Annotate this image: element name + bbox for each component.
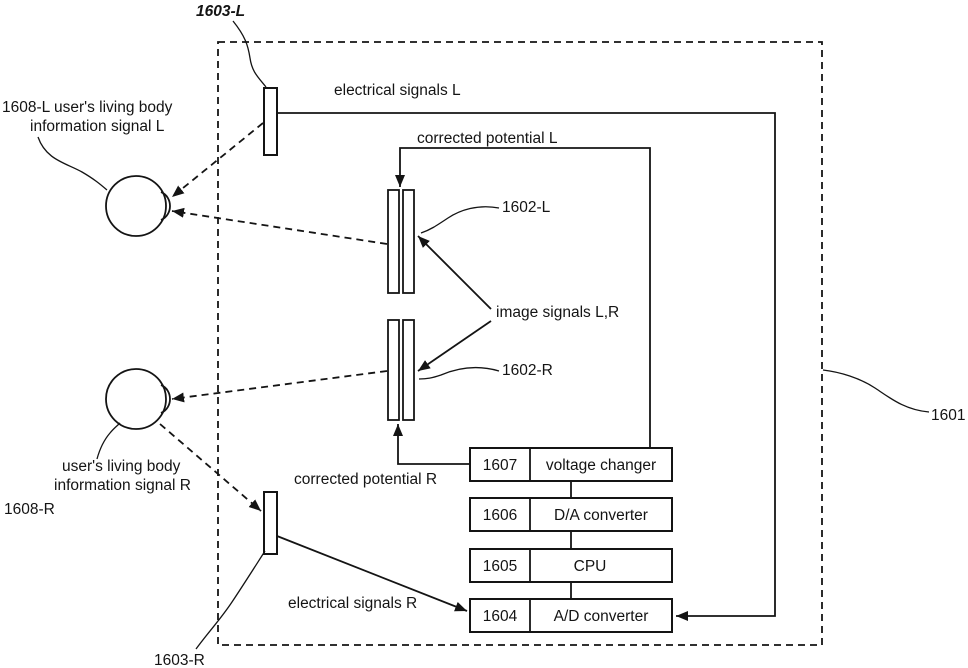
- panel-layer: [402, 319, 415, 421]
- electrode-1603-L: [263, 87, 278, 156]
- box-label: voltage changer: [546, 457, 656, 474]
- ref-label-1603-R: 1603-R: [154, 652, 205, 668]
- component-box-1605: 1605 CPU: [469, 548, 673, 583]
- corrected-potential-R-line: [393, 424, 470, 465]
- cornea: [160, 384, 171, 414]
- component-box-1606: 1606 D/A converter: [469, 497, 673, 532]
- box-number: 1606: [483, 507, 517, 524]
- leader-1603-L: [232, 20, 267, 88]
- corrected-potential-L-label: corrected potential L: [417, 130, 558, 147]
- box-number: 1604: [483, 608, 518, 625]
- box-number: 1607: [483, 457, 517, 474]
- living-body-signal-L-line2: information signal L: [30, 118, 165, 135]
- corrected-potential-R-label: corrected potential R: [294, 471, 437, 488]
- electrical-signals-L-label: electrical signals L: [334, 82, 461, 99]
- user-eye-right: [105, 368, 171, 430]
- ref-label-1603-L: 1603-L: [196, 3, 245, 20]
- living-body-signal-R-line2: information signal R: [54, 477, 191, 494]
- box-label: A/D converter: [554, 608, 649, 625]
- cornea: [160, 191, 171, 221]
- living-body-signal-L-line1: 1608-L user's living body: [2, 99, 173, 116]
- component-box-1607: 1607 voltage changer: [469, 447, 673, 482]
- electrical-signals-L-line: [277, 112, 776, 621]
- leader-1608-R: [96, 422, 121, 460]
- living-body-signal-R-line1: user's living body: [62, 458, 181, 475]
- image-signal-R-arrow: [417, 320, 492, 372]
- box-label: CPU: [574, 558, 607, 575]
- component-box-1604: 1604 A/D converter: [469, 598, 673, 633]
- body-signal-R-electrode-arrow: [159, 423, 262, 512]
- user-eye-left: [105, 175, 171, 237]
- box-number: 1605: [483, 558, 517, 575]
- leader-1608-L: [37, 136, 108, 191]
- panel-layer: [387, 319, 400, 421]
- display-panel-1602-L: [387, 189, 415, 294]
- panel-layer: [402, 189, 415, 294]
- leader-1602-R: [418, 366, 500, 380]
- image-signals-LR-label: image signals L,R: [496, 304, 619, 321]
- image-signal-L-arrow: [417, 235, 492, 310]
- electrical-signals-R-label: electrical signals R: [288, 595, 417, 612]
- image-light-L-arrow: [171, 207, 388, 245]
- box-outline: [469, 447, 673, 482]
- body-signal-L-electrode-arrow: [171, 122, 264, 198]
- leader-1601: [822, 369, 930, 413]
- ref-label-1602-R: 1602-R: [502, 362, 553, 379]
- leader-1602-L: [420, 206, 500, 234]
- ref-label-1601: 1601: [931, 407, 965, 424]
- box-label: D/A converter: [554, 507, 648, 524]
- leader-1603-R: [195, 550, 266, 650]
- electrical-signals-R-line: [276, 535, 468, 612]
- display-panel-1602-R: [387, 319, 415, 421]
- corrected-potential-L-line: [395, 147, 651, 448]
- eye-outline: [105, 368, 167, 430]
- panel-layer: [387, 189, 400, 294]
- image-light-R-arrow: [171, 370, 388, 403]
- system-boundary-1601: [217, 41, 823, 646]
- ref-label-1602-L: 1602-L: [502, 199, 551, 216]
- eye-outline: [105, 175, 167, 237]
- electrode-1603-R: [263, 491, 278, 555]
- ref-label-1608-R: 1608-R: [4, 501, 55, 518]
